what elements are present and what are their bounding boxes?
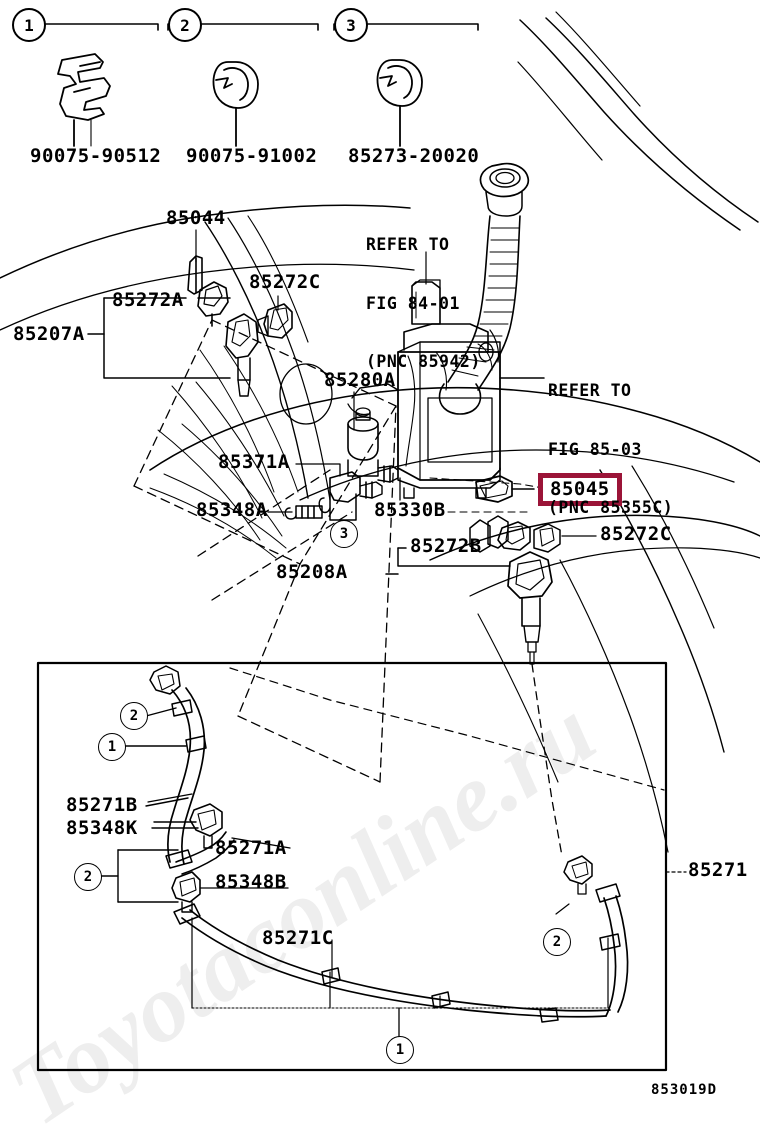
- legend-marker-3-value: 3: [346, 15, 356, 35]
- inset-marker-2-upper-value: 2: [129, 708, 139, 724]
- reference-fig-84-01: REFER TO FIG 84-01 (PNC 85942): [366, 196, 481, 411]
- inset-callout-85271B: 85271B: [66, 794, 138, 816]
- inset-marker-2-upper: 2: [120, 702, 148, 730]
- inset-marker-1-bottom: 1: [386, 1036, 414, 1064]
- legend-part-number-2: 90075-91002: [186, 145, 318, 167]
- reference-fig-84-01-line3: (PNC 85942): [366, 352, 481, 371]
- callout-85272A: 85272A: [112, 289, 184, 311]
- callout-85207A: 85207A: [13, 323, 85, 345]
- legend-marker-2-value: 2: [180, 15, 190, 35]
- reference-fig-84-01-line1: REFER TO: [366, 235, 450, 254]
- inset-group-label-85271: 85271: [688, 859, 748, 881]
- callout-85371A: 85371A: [218, 451, 290, 473]
- callout-85280A: 85280A: [324, 369, 396, 391]
- callout-85272C-upper: 85272C: [249, 271, 321, 293]
- inset-marker-1-upper-value: 1: [107, 739, 117, 755]
- inset-callout-85271C: 85271C: [262, 927, 334, 949]
- reference-fig-85-03-line3: (PNC 85355C): [548, 498, 674, 517]
- inset-marker-2-left: 2: [74, 863, 102, 891]
- parts-diagram-canvas: Toyotaconline.ru: [0, 8, 760, 1145]
- drawing-number: 853019D: [651, 1082, 718, 1098]
- inset-marker-2-right: 2: [543, 928, 571, 956]
- callout-85208A: 85208A: [276, 561, 348, 583]
- inset-marker-1-upper: 1: [98, 733, 126, 761]
- callout-85045-highlighted: 85045: [538, 473, 622, 506]
- legend-marker-1-value: 1: [24, 15, 34, 35]
- reference-fig-84-01-line2: FIG 84-01: [366, 293, 460, 313]
- callout-85044: 85044: [166, 207, 226, 229]
- inset-marker-2-left-value: 2: [83, 869, 93, 885]
- inset-marker-1-bottom-value: 1: [395, 1042, 405, 1058]
- main-marker-3: 3: [330, 520, 358, 548]
- line-art: [0, 11, 760, 1072]
- inset-marker-2-right-value: 2: [552, 934, 562, 950]
- reference-fig-85-03: REFER TO FIG 85-03 (PNC 85355C): [548, 342, 673, 557]
- legend-part-number-3: 85273-20020: [348, 145, 480, 167]
- callout-85272C-lower: 85272C: [600, 523, 672, 545]
- legend-part-number-1: 90075-90512: [30, 145, 162, 167]
- callout-85348A: 85348A: [196, 499, 268, 521]
- legend-marker-2: 2: [168, 8, 202, 42]
- reference-fig-85-03-line1: REFER TO: [548, 381, 632, 400]
- callout-85272B: 85272B: [410, 535, 482, 557]
- inset-callout-85348K: 85348K: [66, 817, 138, 839]
- inset-callout-85271A: 85271A: [215, 837, 287, 859]
- legend-marker-3: 3: [334, 8, 368, 42]
- inset-callout-85348B: 85348B: [215, 871, 287, 893]
- reference-fig-85-03-line2: FIG 85-03: [548, 439, 642, 459]
- main-marker-3-value: 3: [339, 526, 349, 542]
- callout-85330B: 85330B: [374, 499, 446, 521]
- legend-marker-1: 1: [12, 8, 46, 42]
